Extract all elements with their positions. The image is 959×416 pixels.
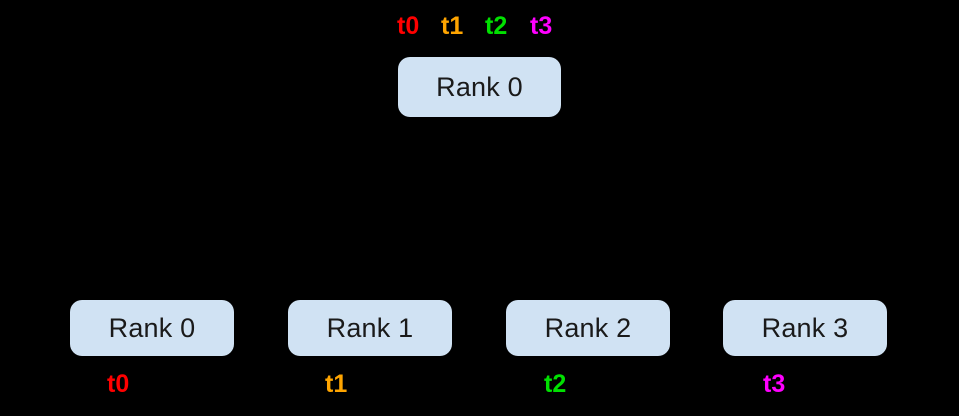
root-tag-t0: t0 [397,12,420,40]
root-tag-t1: t1 [441,12,464,40]
root-node-rank-0[interactable]: Rank 0 [398,57,561,117]
leaf-node-label: Rank 1 [326,312,414,343]
root-node-label: Rank 0 [436,71,523,102]
leaf-tag-t3: t3 [763,370,786,398]
leaf-tag-t0: t0 [107,370,130,398]
leaf-tag-t1: t1 [325,370,348,398]
leaf-node-label: Rank 2 [544,312,632,343]
root-tag-t2: t2 [485,12,508,40]
leaf-node-rank-1[interactable]: Rank 1 [288,300,452,356]
root-tag-t3: t3 [530,12,553,40]
leaf-node-rank-2[interactable]: Rank 2 [506,300,670,356]
leaf-tag-t2: t2 [544,370,567,398]
leaf-node-label: Rank 0 [108,312,196,343]
leaf-node-rank-3[interactable]: Rank 3 [723,300,887,356]
leaf-node-rank-0[interactable]: Rank 0 [70,300,234,356]
leaf-node-label: Rank 3 [761,312,849,343]
